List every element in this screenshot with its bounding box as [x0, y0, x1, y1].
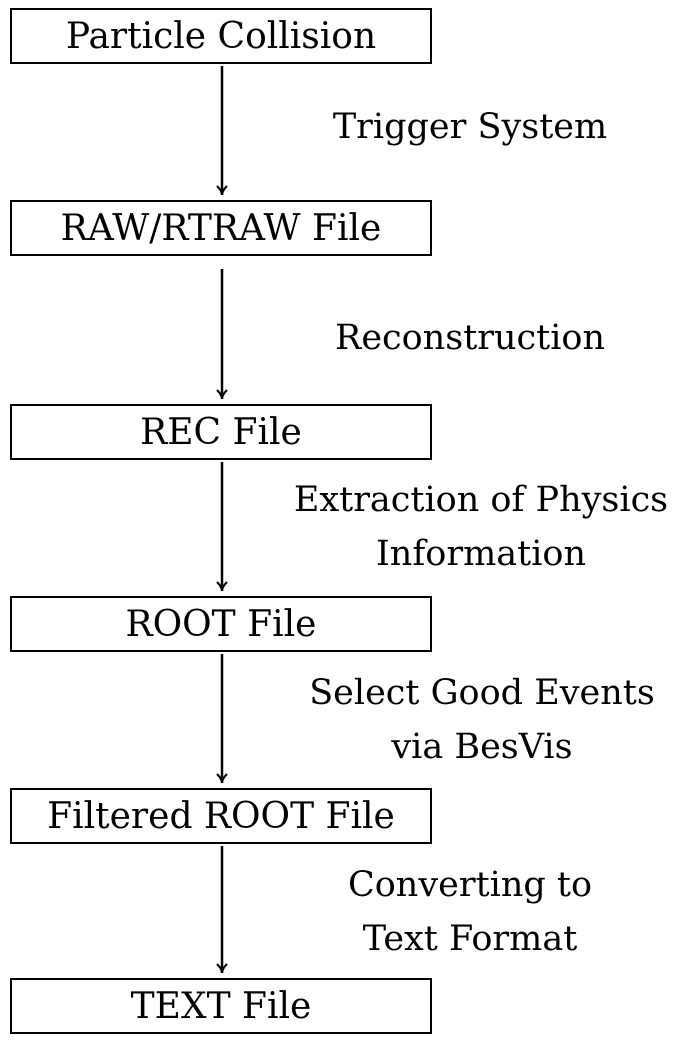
- edge-label-converting-text: Converting to Text Format: [270, 858, 670, 966]
- node-particle-collision: Particle Collision: [10, 8, 432, 64]
- node-filtered-root-file: Filtered ROOT File: [10, 788, 432, 844]
- edge-label-line: Converting to: [347, 865, 593, 905]
- edge-label-line: via BesVis: [391, 727, 573, 767]
- edge-label-line: Select Good Events: [309, 673, 655, 713]
- edge-label-line: Extraction of Physics: [293, 480, 669, 520]
- node-rec-file: REC File: [10, 404, 432, 460]
- node-raw-rtraw-file: RAW/RTRAW File: [10, 200, 432, 256]
- edge-label-line: Text Format: [362, 919, 578, 959]
- node-root-file: ROOT File: [10, 596, 432, 652]
- edge-label-reconstruction: Reconstruction: [270, 311, 670, 365]
- node-text-file: TEXT File: [10, 978, 432, 1034]
- edge-label-line: Trigger System: [332, 107, 608, 147]
- edge-label-extraction-physics: Extraction of Physics Information: [268, 473, 694, 581]
- edge-label-line: Reconstruction: [334, 318, 606, 358]
- edge-label-line: Information: [375, 534, 587, 574]
- edge-label-select-good-events: Select Good Events via BesVis: [272, 666, 692, 774]
- edge-label-trigger-system: Trigger System: [270, 100, 670, 154]
